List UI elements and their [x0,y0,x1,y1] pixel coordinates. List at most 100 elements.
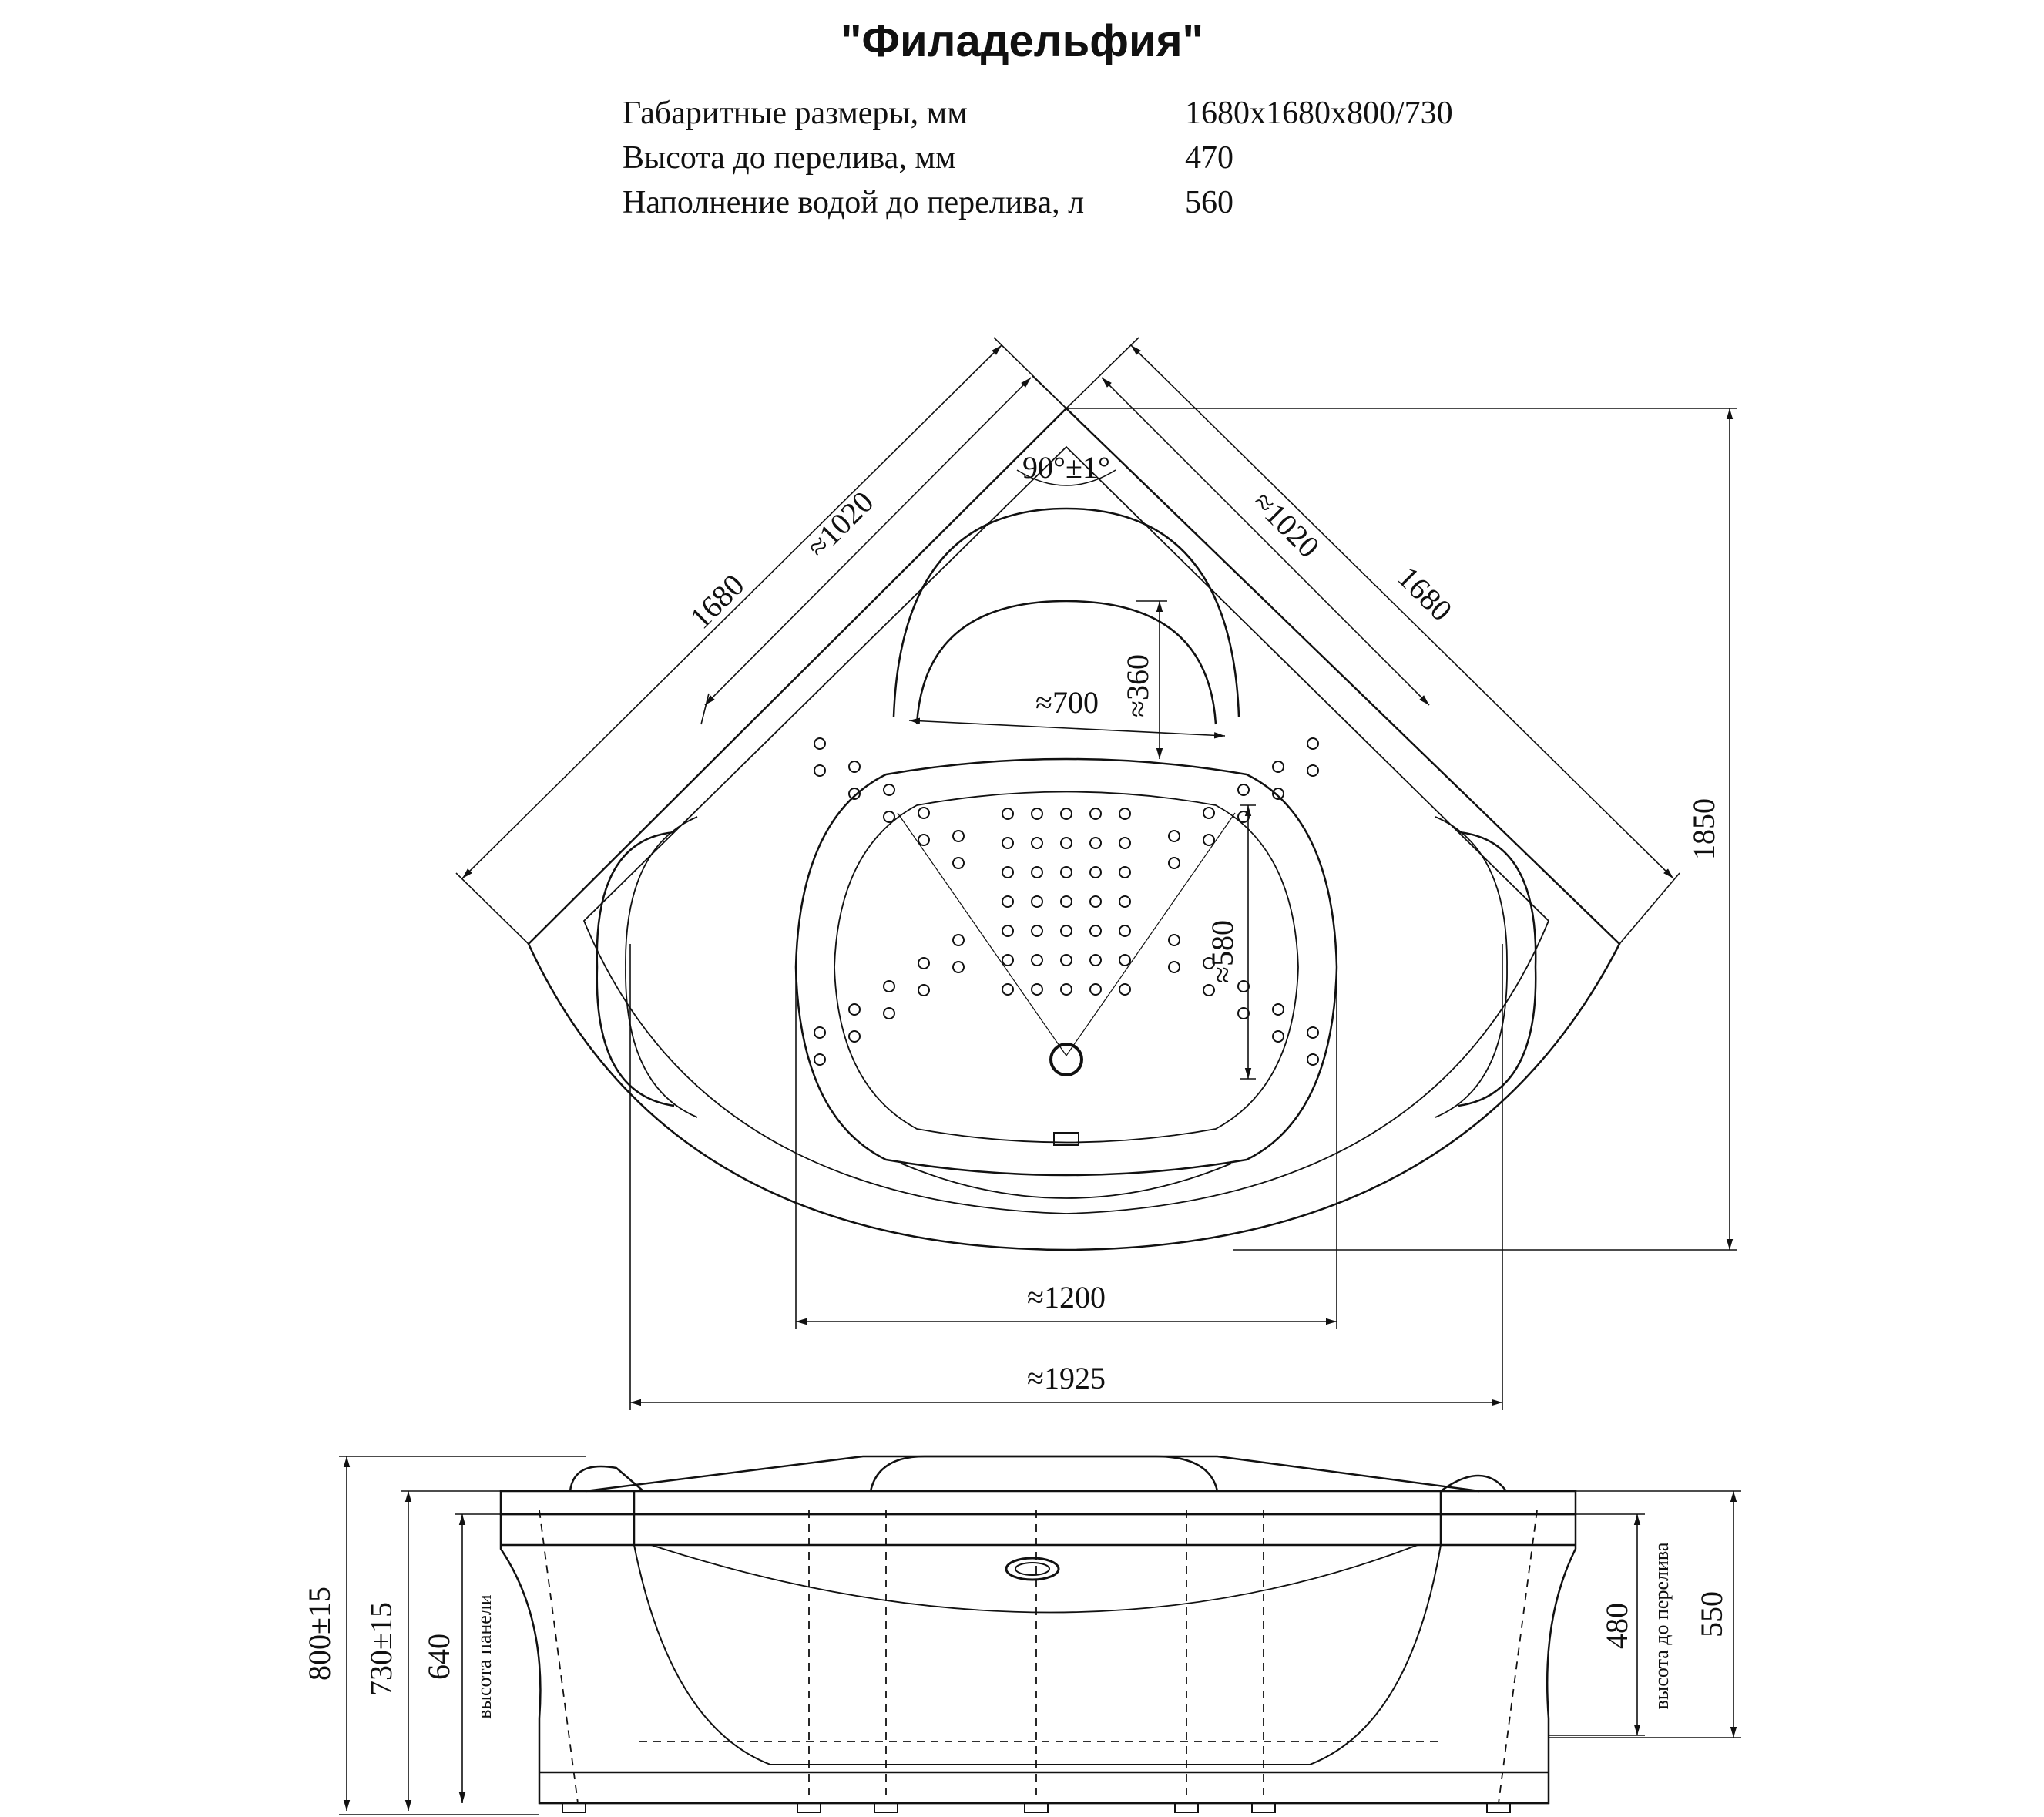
headrest-right-inner [1435,816,1508,1118]
headrest-profile-right [1440,1474,1507,1493]
jet-nozzle-icon [883,811,895,823]
jet-nozzle-icon [1060,895,1072,908]
dim-inner-left: ≈1020 [800,484,880,564]
jet-nozzle-icon [1089,895,1102,908]
overflow-icon [1053,1132,1079,1146]
jet-nozzle-icon [918,984,930,996]
headrest-profile-left [569,1465,644,1492]
jet-nozzle-icon [1237,811,1250,823]
jet-nozzle-icon [1031,808,1043,820]
jet-nozzle-icon [1089,866,1102,878]
jet-nozzle-icon [1031,837,1043,849]
jet-nozzle-icon [1119,866,1131,878]
jet-nozzle-icon [1203,957,1215,969]
dim-inner-height: 550 [1694,1591,1729,1637]
jet-nozzle-icon [1168,934,1180,946]
jet-nozzle-icon [1119,837,1131,849]
jet-nozzle-icon [918,957,930,969]
jet-nozzle-icon [814,1026,826,1039]
jet-nozzle-icon [1002,895,1014,908]
deck-top [499,1490,1577,1516]
leg-feet [562,1802,1511,1813]
front-seat [901,1163,1232,1199]
jet-nozzle-icon [1237,784,1250,796]
jet-nozzle-icon [1089,837,1102,849]
jet-nozzle-icon [1203,834,1215,846]
jet-nozzle-icon [883,1007,895,1019]
dim-seat-depth: ≈360 [1120,654,1155,717]
jet-nozzle-icon [1002,925,1014,937]
jet-nozzle-icon [1119,925,1131,937]
dim-overflow-height: 480 [1599,1603,1634,1649]
jet-nozzle-icon [883,784,895,796]
jet-nozzle-icon [883,980,895,992]
dim-angle: 90°±1° [1022,450,1110,485]
spec-value: 470 [1185,140,1233,176]
jet-nozzle-icon [1307,764,1319,777]
support-legs [539,1510,1538,1804]
jet-nozzle-icon [848,761,861,773]
jet-nozzle-icon [1272,1003,1284,1016]
jet-nozzle-icon [1237,1007,1250,1019]
jet-nozzle-icon [1272,1030,1284,1043]
jet-nozzle-icon [1031,954,1043,966]
side-dimensions [339,1456,1741,1815]
plan-inner-rim [582,445,1550,1214]
panel-height-label: высота панели [473,1594,495,1719]
jet-nozzle-icon [918,807,930,819]
plan-outer-outline [527,407,1621,1251]
spec-value: 1680x1680x800/730 [1185,96,1453,131]
dim-side-right: 1680 [1391,559,1458,627]
jet-nozzle-icon [1089,808,1102,820]
jet-nozzle-icon [952,857,965,869]
jet-nozzle-icon [1237,980,1250,992]
plan-view [527,407,1621,1251]
spec-value: 560 [1185,185,1233,220]
jet-group [814,737,1319,1066]
headrest-left [596,831,675,1107]
dim-depth-total: 1850 [1687,798,1721,860]
dim-panel-height: 640 [421,1634,456,1680]
dim-height-rim: 730±15 [364,1602,398,1696]
overflow-height-label: высота до перелива [1650,1542,1673,1709]
jet-nozzle-icon [1060,954,1072,966]
spec-row: Наполнение водой до перелива, л 560 [623,180,1453,225]
jet-nozzle-icon [1002,983,1014,996]
deck-top-slope [585,1455,1480,1493]
jet-nozzle-icon [1031,866,1043,878]
jet-nozzle-icon [1060,866,1072,878]
jet-nozzle-icon [1089,983,1102,996]
jet-nozzle-icon [1119,895,1131,908]
side-view [499,1455,1577,1813]
jet-nozzle-icon [1119,954,1131,966]
jet-nozzle-icon [1002,808,1014,820]
dim-bowl-length: ≈580 [1205,920,1240,983]
jet-nozzle-icon [1002,837,1014,849]
jet-nozzle-icon [1119,983,1131,996]
headrest-left-inner [625,816,698,1118]
dim-inner-right: ≈1020 [1247,484,1327,564]
spec-row: Высота до перелива, мм 470 [623,136,1453,180]
bowl-profile [633,1544,1442,1765]
spec-table: Габаритные размеры, мм 1680x1680x800/730… [623,91,1453,225]
spec-label: Габаритные размеры, мм [623,96,968,131]
spec-label: Высота до перелива, мм [623,140,956,176]
jet-nozzle-icon [1089,925,1102,937]
jet-nozzle-icon [1168,830,1180,842]
jet-nozzle-icon [1168,961,1180,973]
jet-nozzle-icon [952,961,965,973]
jet-nozzle-icon [918,834,930,846]
jet-nozzle-icon [848,1030,861,1043]
overflow-ring-icon [1005,1557,1060,1581]
jet-nozzle-icon [1203,984,1215,996]
dim-side-left: 1680 [683,567,750,635]
jet-nozzle-icon [1060,983,1072,996]
jet-nozzle-icon [1203,807,1215,819]
jet-nozzle-icon [1002,954,1014,966]
jet-nozzle-icon [1089,954,1102,966]
spec-label: Наполнение водой до перелива, л [623,185,1085,220]
jet-nozzle-icon [1307,1053,1319,1066]
jet-nozzle-icon [1031,895,1043,908]
jet-nozzle-icon [1307,737,1319,750]
